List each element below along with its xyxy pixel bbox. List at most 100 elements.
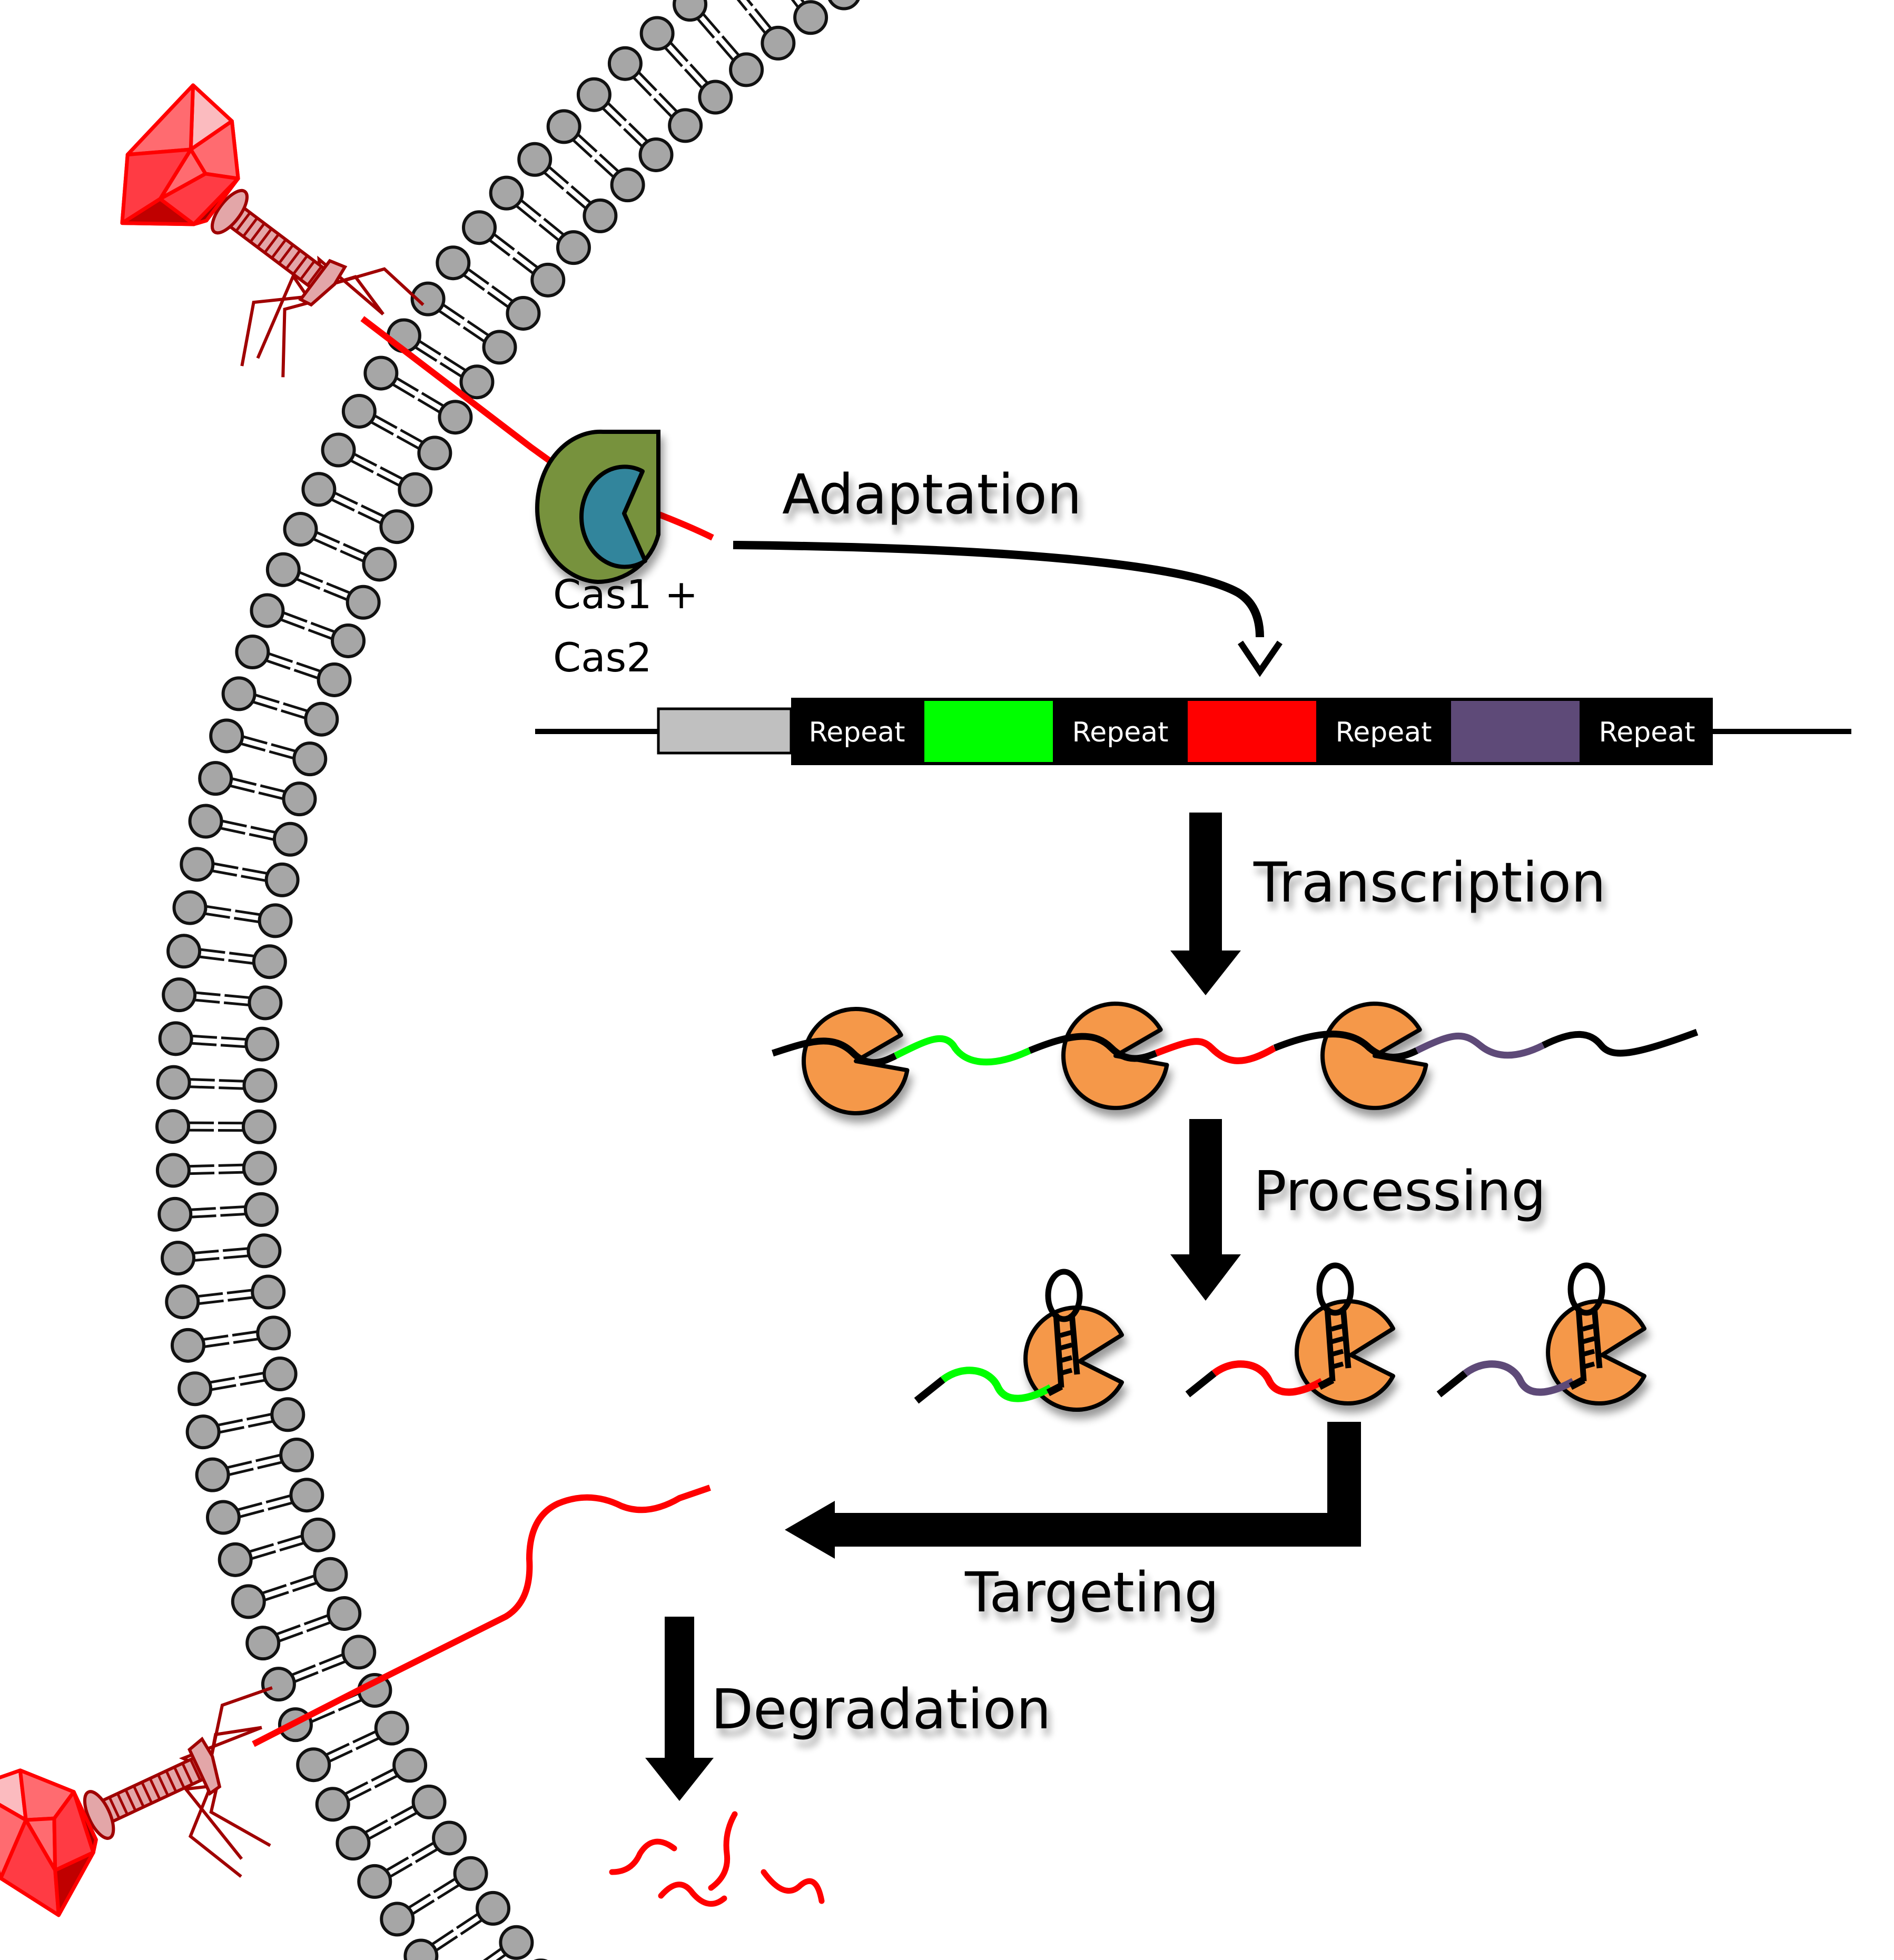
- cas1-cas2-complex-icon: [535, 429, 660, 585]
- phospholipid: [231, 1557, 348, 1619]
- phospholipid: [177, 1357, 298, 1407]
- phospholipid: [185, 1397, 305, 1450]
- lipid-head: [157, 1196, 193, 1232]
- phospholipid: [250, 593, 366, 658]
- phospholipid: [336, 1784, 447, 1861]
- phospholipid: [607, 46, 703, 143]
- phospholipid: [639, 16, 733, 115]
- phospholipid: [517, 142, 618, 233]
- lipid-head: [436, 245, 471, 281]
- crRNP-complex: [1436, 1262, 1646, 1405]
- phospholipid: [155, 1151, 277, 1188]
- spacer-rna: [1463, 1360, 1575, 1396]
- lipid-head: [374, 1710, 409, 1746]
- processing-label: Processing: [1254, 1159, 1546, 1223]
- repeat-label: Repeat: [808, 717, 905, 748]
- phospholipid: [410, 281, 517, 365]
- lipid-head: [272, 821, 308, 857]
- crRNA-hairpin-icon: [1567, 1262, 1605, 1382]
- lipid-head: [476, 1890, 511, 1926]
- lipid-head: [242, 1068, 278, 1103]
- lipid-head: [793, 0, 828, 35]
- phospholipid: [386, 318, 495, 400]
- lipid-head: [357, 1864, 392, 1899]
- targeting-label: Targeting: [964, 1560, 1219, 1625]
- lipid-head: [158, 1021, 193, 1056]
- pre-crRNA: [772, 996, 1699, 1121]
- lipid-head: [517, 142, 553, 177]
- lipid-head: [583, 198, 618, 233]
- lipid-head: [506, 295, 541, 331]
- lipid-head: [242, 1109, 277, 1144]
- phospholipid: [357, 1820, 467, 1899]
- lipid-head: [462, 210, 497, 245]
- repeat-label: Repeat: [1599, 717, 1695, 748]
- lipid-head: [289, 1478, 324, 1513]
- phospholipid: [546, 109, 645, 203]
- lipid-head: [155, 1153, 191, 1188]
- phospholipid: [736, 0, 796, 61]
- cas-protein-pacman-icon: [795, 1001, 913, 1121]
- phospholipid: [673, 0, 764, 87]
- phospholipid: [156, 1065, 278, 1103]
- crRNP-complex: [914, 1269, 1124, 1412]
- lipid-head: [180, 847, 215, 882]
- lipid-head: [265, 552, 301, 587]
- lipid-head: [417, 435, 452, 471]
- phospholipid: [165, 1274, 286, 1320]
- lipid-head: [698, 80, 733, 115]
- lipid-head: [205, 1500, 241, 1535]
- phospholipid: [180, 847, 300, 897]
- lipid-head: [258, 903, 293, 938]
- lipid-head: [489, 175, 524, 211]
- phospholipid: [170, 1315, 291, 1363]
- phospholipid: [791, 0, 828, 35]
- lipid-head: [828, 0, 860, 11]
- processing-arrow: [1170, 1119, 1241, 1301]
- phospholipid: [315, 1748, 428, 1822]
- lipid-head: [398, 472, 433, 507]
- lipid-head: [346, 585, 381, 620]
- lipid-head: [301, 472, 337, 507]
- crRNP-complex: [1185, 1262, 1395, 1405]
- phospholipid: [205, 1478, 324, 1535]
- cas-protein-pacman-icon: [1314, 996, 1432, 1116]
- lipid-head: [363, 355, 399, 391]
- cas1-label: Cas1 +: [553, 571, 698, 618]
- lipid-head: [546, 109, 581, 144]
- lipid-head: [761, 25, 796, 61]
- lipid-head: [336, 1826, 371, 1861]
- phospholipid: [161, 1233, 282, 1276]
- lipid-head: [453, 1856, 488, 1891]
- repeat-label: Repeat: [1335, 717, 1432, 748]
- phospholipid: [489, 175, 591, 265]
- leader-region: [657, 707, 793, 755]
- lipid-head: [195, 1457, 230, 1492]
- lipid-head: [170, 1328, 205, 1363]
- lipid-head: [380, 1902, 415, 1937]
- lipid-head: [432, 1820, 467, 1856]
- lipid-head: [221, 676, 257, 711]
- lipid-head: [556, 230, 591, 265]
- mature-crRNP-group: [914, 1262, 1646, 1412]
- phospholipid: [363, 355, 473, 435]
- spacer-3: [1451, 701, 1580, 762]
- lipid-head: [235, 635, 270, 670]
- lipid-head: [321, 432, 356, 468]
- lipid-head: [638, 137, 674, 172]
- phospholipid: [462, 210, 566, 298]
- lipid-head: [270, 1397, 305, 1432]
- lipid-head: [296, 1747, 331, 1783]
- adaptation-arrowhead: [1238, 640, 1283, 677]
- lipid-head: [341, 393, 377, 429]
- lipid-head: [188, 804, 223, 839]
- phospholipid: [828, 0, 860, 11]
- lipid-head: [165, 1284, 200, 1320]
- spacer-rna: [940, 1367, 1053, 1402]
- lipid-head: [392, 1748, 428, 1783]
- lipid-head: [252, 944, 287, 979]
- lipid-head: [438, 400, 473, 435]
- lipid-head: [610, 167, 645, 203]
- phospholipid: [157, 1192, 279, 1232]
